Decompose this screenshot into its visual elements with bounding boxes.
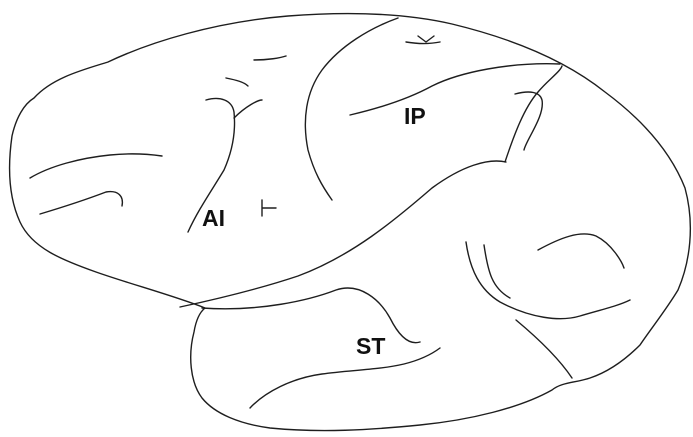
lateral-sulcus-posterior — [484, 245, 510, 298]
inferior-occipital-sulcus — [466, 242, 630, 319]
brain-outline — [10, 14, 691, 431]
inferior-temporal-sulcus — [250, 348, 440, 408]
temporal-lobe-boundary — [202, 288, 420, 343]
label-st: ST — [356, 333, 385, 359]
parietal-dimple-mark — [418, 36, 434, 42]
occipital-sulcus-lower — [538, 234, 624, 268]
arcuate-sulcus-branch — [234, 100, 262, 118]
superior-frontal-dimple-2 — [226, 78, 248, 86]
frontal-orbital-sulcus — [40, 192, 122, 214]
parietal-dimple — [406, 42, 440, 44]
label-ai: AI — [202, 205, 225, 231]
superior-temporal-sulcus — [505, 66, 562, 162]
occipital-lower-curve — [516, 320, 572, 378]
label-ip: IP — [404, 103, 426, 129]
superior-frontal-dimple — [254, 56, 286, 60]
intraparietal-sulcus — [350, 64, 560, 115]
central-sulcus — [305, 18, 398, 200]
lunate-sulcus — [515, 92, 542, 150]
ai-marker — [262, 200, 276, 216]
principal-sulcus — [30, 154, 162, 178]
lateral-sulcus — [180, 161, 506, 307]
